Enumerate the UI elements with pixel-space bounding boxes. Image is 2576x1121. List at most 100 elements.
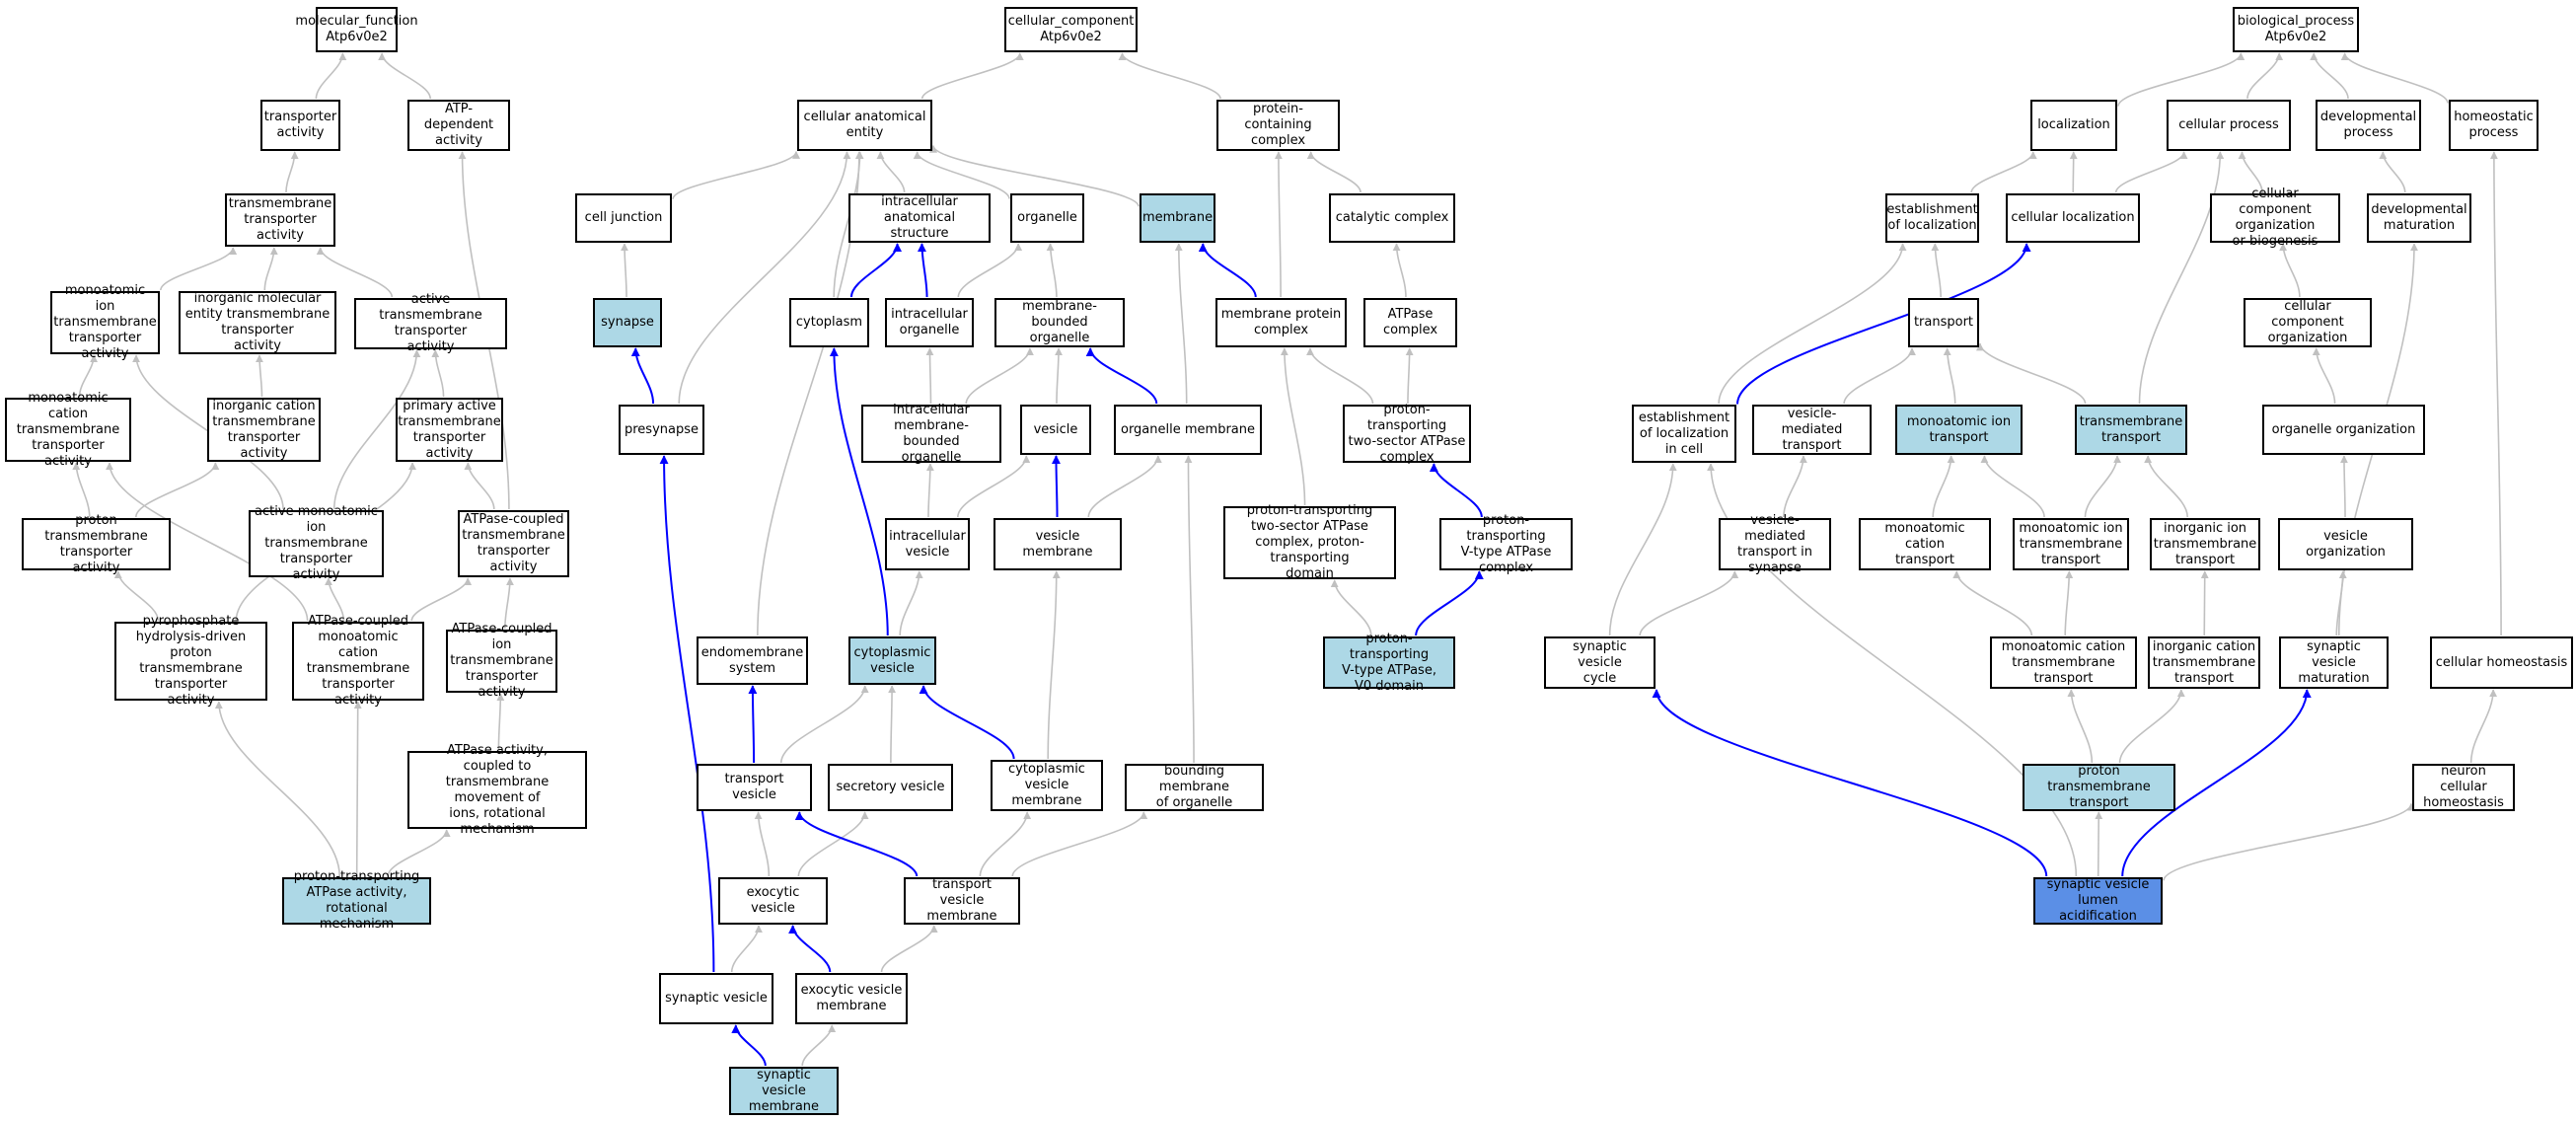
edge-synaptic-vesicle-cycle-to-establishment-of-localization-in-cell xyxy=(1608,463,1677,636)
go-term-developmental-process[interactable]: developmental process xyxy=(2316,100,2421,151)
go-term-active-monoatomic-ion-tm[interactable]: active monoatomic ion transmembrane tran… xyxy=(249,504,384,582)
go-term-primary-active-tm-transporter[interactable]: primary active transmembrane transporter… xyxy=(396,398,503,462)
go-term-membrane-protein-complex[interactable]: membrane protein complex xyxy=(1215,298,1347,347)
go-term-intracellular-organelle[interactable]: intracellular organelle xyxy=(885,298,974,347)
go-term-cytoplasmic-vesicle[interactable]: cytoplasmic vesicle xyxy=(848,636,936,685)
go-term-synaptic-vesicle-cycle[interactable]: synaptic vesicle cycle xyxy=(1544,636,1656,689)
go-term-inorganic-ion-transmembrane-transport[interactable]: inorganic ion transmembrane transport xyxy=(2150,518,2260,570)
go-term-intracellular-anatomical-structure[interactable]: intracellular anatomical structure xyxy=(848,193,991,243)
go-term-vesicle-organization[interactable]: vesicle organization xyxy=(2278,518,2413,570)
go-term-intracellular-vesicle[interactable]: intracellular vesicle xyxy=(885,518,970,570)
go-term-cellular-localization[interactable]: cellular localization xyxy=(2006,193,2140,243)
go-term-mf-root[interactable]: molecular_function Atp6v0e2 xyxy=(295,7,418,52)
go-term-vesicle[interactable]: vesicle xyxy=(1020,405,1091,455)
go-term-monoatomic-ion-transmembrane-transport[interactable]: monoatomic ion transmembrane transport xyxy=(2013,518,2129,570)
go-term-developmental-maturation[interactable]: developmental maturation xyxy=(2367,193,2471,243)
go-term-atpase-complex[interactable]: ATPase complex xyxy=(1363,298,1457,347)
go-term-proton-tm-transporter-activity[interactable]: proton transmembrane transporter activit… xyxy=(22,513,171,575)
go-term-proton-v-type-v0-domain[interactable]: proton-transporting V-type ATPase, V0 do… xyxy=(1323,632,1455,694)
go-term-transporter-activity[interactable]: transporter activity xyxy=(260,100,340,151)
go-term-active-tm-transporter[interactable]: active transmembrane transporter activit… xyxy=(354,292,507,354)
go-term-monoatomic-cation-transmembrane-transport[interactable]: monoatomic cation transmembrane transpor… xyxy=(1990,636,2137,689)
go-term-bp-root[interactable]: biological_process Atp6v0e2 xyxy=(2233,7,2359,52)
edge-proton-two-sector-domain-to-membrane-protein-complex xyxy=(1280,347,1306,506)
go-term-transmembrane-transporter-activity[interactable]: transmembrane transporter activity xyxy=(225,193,335,247)
go-term-proton-two-sector-domain[interactable]: proton-transporting two-sector ATPase co… xyxy=(1223,503,1396,581)
edge-establishment-of-localization-to-localization xyxy=(1970,151,2037,193)
go-term-proton-transporting-atpase-rotational[interactable]: proton-transporting ATPase activity, rot… xyxy=(282,869,431,932)
go-term-inorganic-cation-transmembrane-transport[interactable]: inorganic cation transmembrane transport xyxy=(2148,636,2260,689)
edge-vesicle-membrane-to-organelle-membrane xyxy=(1087,455,1162,518)
edge-vesicle-membrane-to-vesicle xyxy=(1051,455,1061,518)
go-term-intracellular-membrane-bounded-organelle[interactable]: intracellular membrane-bounded organelle xyxy=(861,403,1001,465)
go-term-atpase-coupled-ion-tm[interactable]: ATPase-coupled ion transmembrane transpo… xyxy=(446,622,557,700)
edge-cellular-component-organization-or-biogenesis-to-cellular-process xyxy=(2238,151,2263,193)
go-term-proton-v-type-atpase-complex[interactable]: proton-transporting V-type ATPase comple… xyxy=(1439,513,1573,575)
go-term-bounding-membrane-of-organelle[interactable]: bounding membrane of organelle xyxy=(1125,764,1264,811)
go-term-atpase-coupled-monoatomic-cation[interactable]: ATPase-coupled monoatomic cation transme… xyxy=(292,614,424,708)
go-term-vesicle-membrane[interactable]: vesicle membrane xyxy=(994,518,1122,570)
go-term-cytoplasm[interactable]: cytoplasm xyxy=(789,298,869,347)
edge-cellular-process-to-bp-root xyxy=(2246,52,2284,100)
go-term-monoatomic-cation-tm-transporter[interactable]: monoatomic cation transmembrane transpor… xyxy=(5,391,131,469)
go-term-vesicle-mediated-transport-in-synapse[interactable]: vesicle-mediated transport in synapse xyxy=(1719,513,1831,575)
go-term-organelle-organization[interactable]: organelle organization xyxy=(2262,405,2425,455)
go-term-synaptic-vesicle-maturation[interactable]: synaptic vesicle maturation xyxy=(2279,636,2389,689)
go-term-protein-containing-complex[interactable]: protein-containing complex xyxy=(1216,100,1340,151)
edge-monoatomic-ion-transmembrane-transport-to-monoatomic-ion-transport xyxy=(1980,455,2045,518)
go-term-homeostatic-process[interactable]: homeostatic process xyxy=(2449,100,2539,151)
edge-transport-vesicle-membrane-to-transport-vesicle xyxy=(794,811,919,877)
go-term-cell-junction[interactable]: cell junction xyxy=(575,193,672,243)
go-term-vesicle-mediated-transport[interactable]: vesicle-mediated transport xyxy=(1752,405,1872,455)
go-term-proton-transmembrane-transport[interactable]: proton transmembrane transport xyxy=(2023,764,2175,811)
edge-atpase-coupled-monoatomic-cation-to-atpase-coupled-tm-transporter xyxy=(410,577,473,622)
go-term-secretory-vesicle[interactable]: secretory vesicle xyxy=(828,764,953,811)
go-term-membrane[interactable]: membrane xyxy=(1140,193,1215,243)
edge-homeostatic-process-to-bp-root xyxy=(2340,52,2449,104)
go-term-exocytic-vesicle-membrane[interactable]: exocytic vesicle membrane xyxy=(795,973,908,1024)
go-term-cytoplasmic-vesicle-membrane[interactable]: cytoplasmic vesicle membrane xyxy=(991,760,1103,811)
go-term-atp-dependent-activity[interactable]: ATP-dependent activity xyxy=(407,100,510,151)
edge-localization-to-bp-root xyxy=(2117,52,2245,107)
go-term-transmembrane-transport[interactable]: transmembrane transport xyxy=(2075,405,2187,455)
go-term-atpase-activity-rotational[interactable]: ATPase activity, coupled to transmembran… xyxy=(407,743,587,837)
go-term-cellular-homeostasis[interactable]: cellular homeostasis xyxy=(2430,636,2573,689)
edge-organelle-membrane-to-membrane xyxy=(1174,243,1188,405)
go-term-transport-vesicle-membrane[interactable]: transport vesicle membrane xyxy=(904,877,1020,925)
edge-synaptic-vesicle-cycle-to-vesicle-mediated-transport-in-synapse xyxy=(1639,570,1739,636)
go-term-synapse[interactable]: synapse xyxy=(593,298,662,347)
go-term-neuron-cellular-homeostasis[interactable]: neuron cellular homeostasis xyxy=(2412,764,2515,811)
go-term-cellular-process[interactable]: cellular process xyxy=(2167,100,2291,151)
go-term-synaptic-vesicle-membrane[interactable]: synaptic vesicle membrane xyxy=(729,1067,839,1115)
edge-intracellular-vesicle-to-intracellular-membrane-bounded-organelle xyxy=(925,463,934,518)
go-term-membrane-bounded-organelle[interactable]: membrane-bounded organelle xyxy=(994,298,1125,347)
go-term-transport-vesicle[interactable]: transport vesicle xyxy=(697,764,812,811)
go-term-proton-transporting-two-sector-atpase-complex[interactable]: proton-transporting two-sector ATPase co… xyxy=(1343,403,1471,465)
go-term-organelle[interactable]: organelle xyxy=(1010,193,1084,243)
go-term-atpase-coupled-tm-transporter[interactable]: ATPase-coupled transmembrane transporter… xyxy=(458,510,569,577)
go-term-localization[interactable]: localization xyxy=(2030,100,2117,151)
go-term-cellular-component-organization[interactable]: cellular component organization xyxy=(2244,298,2372,347)
go-term-pyrophosphate-hydrolysis[interactable]: pyrophosphate hydrolysis-driven proton t… xyxy=(114,614,267,708)
edge-transmembrane-transport-to-cellular-process xyxy=(2138,151,2225,405)
go-term-monoatomic-cation-transport[interactable]: monoatomic cation transport xyxy=(1859,518,1991,570)
go-term-cellular-anatomical-entity[interactable]: cellular anatomical entity xyxy=(797,100,932,151)
go-term-monoatomic-ion-tm-transporter[interactable]: monoatomic ion transmembrane transporter… xyxy=(50,283,160,361)
go-term-establishment-of-localization-in-cell[interactable]: establishment of localization in cell xyxy=(1632,405,1736,463)
go-term-synaptic-vesicle-lumen-acidification[interactable]: synaptic vesicle lumen acidification xyxy=(2033,877,2163,925)
go-term-transport[interactable]: transport xyxy=(1908,298,1979,347)
go-term-cellular-component-organization-or-biogenesis[interactable]: cellular component organization or bioge… xyxy=(2210,187,2340,249)
go-term-exocytic-vesicle[interactable]: exocytic vesicle xyxy=(718,877,828,925)
go-term-catalytic-complex[interactable]: catalytic complex xyxy=(1329,193,1455,243)
go-term-endomembrane-system[interactable]: endomembrane system xyxy=(697,636,808,685)
go-term-presynapse[interactable]: presynapse xyxy=(619,405,704,455)
go-term-establishment-of-localization[interactable]: establishment of localization xyxy=(1885,193,1979,243)
go-term-inorganic-molecular-entity-tm[interactable]: inorganic molecular entity transmembrane… xyxy=(179,291,336,354)
go-term-organelle-membrane[interactable]: organelle membrane xyxy=(1114,405,1262,455)
go-term-monoatomic-ion-transport[interactable]: monoatomic ion transport xyxy=(1895,405,2023,455)
go-term-synaptic-vesicle[interactable]: synaptic vesicle xyxy=(659,973,773,1024)
edge-organelle-organization-to-cellular-component-organization xyxy=(2312,347,2336,405)
go-term-inorganic-cation-tm-transporter[interactable]: inorganic cation transmembrane transport… xyxy=(207,398,321,462)
go-term-cc-root[interactable]: cellular_component Atp6v0e2 xyxy=(1004,7,1138,52)
